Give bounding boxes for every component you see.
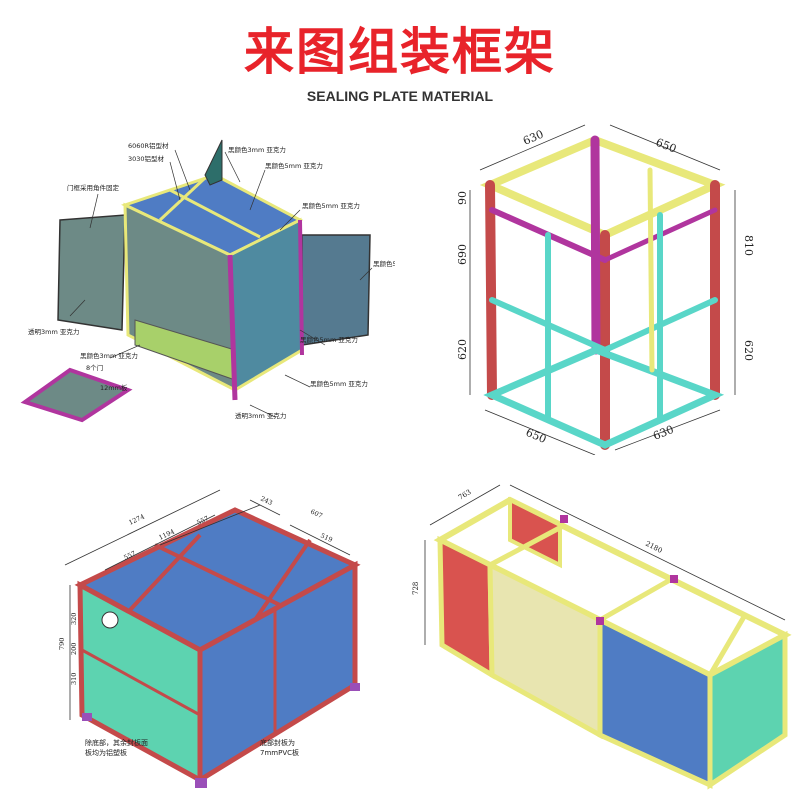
label-12mm: 12mm板 [100, 383, 128, 392]
dim-90: 90 [456, 191, 469, 205]
dim-310: 310 [70, 673, 78, 685]
right-door-panel [301, 234, 371, 346]
dim-519: 519 [319, 532, 334, 545]
long-cabinet-drawing: 763 2180 728 [412, 484, 792, 790]
figure-cabinet-annotated: 6060R铝型材 3030铝型材 黑颜色3mm 亚克力 黑颜色5mm 亚克力 黑… [10, 120, 395, 440]
page-header: 来图组装框架 SEALING PLATE MATERIAL [0, 0, 800, 110]
dim-200: 200 [70, 643, 78, 655]
dim-810: 810 [742, 235, 755, 256]
label-black5-bottom: 黑颜色5mm 亚克力 [310, 379, 368, 388]
label-black5-top: 黑颜色5mm 亚克力 [265, 161, 323, 170]
label-black5-right: 黑颜色5mm 亚克力 [302, 201, 360, 210]
label-black5-edge: 黑颜色5 [373, 259, 395, 268]
label-eight-doors: 8个门 [86, 363, 103, 372]
label-6060: 6060R铝型材 [128, 141, 169, 150]
note-line-3: 底部封板为 [260, 738, 295, 747]
dim-243: 243 [259, 495, 274, 508]
large-cabinet-drawing: 1274 557 1194 557 243 607 519 320 200 79… [58, 489, 361, 788]
label-door-frame: 门框采用角件固定 [67, 183, 120, 192]
note-line-2: 板均为铝塑板 [85, 748, 127, 757]
page-subtitle: SEALING PLATE MATERIAL [306, 88, 494, 104]
label-clear3-left: 透明3mm 亚克力 [28, 327, 79, 336]
figure-long-cabinet: 763 2180 728 [400, 470, 795, 800]
dim-690: 690 [456, 244, 469, 265]
dim-790: 790 [58, 638, 66, 650]
figure-frame-dimensions: 630 650 90 690 810 620 620 650 630 [400, 110, 795, 455]
dim-1274: 1274 [127, 513, 145, 527]
dim-607: 607 [309, 508, 324, 521]
dim-bottom-left: 650 [524, 426, 548, 446]
dim-top-right: 650 [654, 136, 678, 156]
top-open-lid [204, 139, 223, 186]
dim-728: 728 [412, 582, 420, 595]
page-title: 来图组装框架 [244, 23, 556, 81]
figure-large-cabinet: 1274 557 1194 557 243 607 519 320 200 79… [10, 445, 395, 795]
dim-620-right: 620 [742, 340, 755, 361]
bottom-tray [20, 367, 133, 423]
label-black3-front: 黑颜色5mm 亚克力 [300, 335, 358, 344]
label-3030: 3030铝型材 [128, 154, 165, 163]
note-line-1: 除底部，其余封板面 [85, 738, 148, 747]
cabinet-drawing: 6060R铝型材 3030铝型材 黑颜色3mm 亚克力 黑颜色5mm 亚克力 黑… [20, 139, 395, 423]
dim-top-left: 630 [521, 128, 545, 148]
dim-320: 320 [70, 613, 78, 625]
dim-620-left: 620 [456, 339, 469, 360]
left-door-panel [57, 214, 126, 331]
label-black3-bottom: 黑颜色3mm 亚克力 [80, 351, 138, 360]
note-line-4: 7mmPVC板 [260, 748, 299, 757]
label-clear3-bottom: 透明3mm 亚克力 [235, 411, 286, 420]
frame-drawing: 630 650 90 690 810 620 620 650 630 [456, 124, 755, 455]
dim-763: 763 [457, 488, 473, 502]
label-black3-top: 黑颜色3mm 亚克力 [228, 145, 286, 154]
